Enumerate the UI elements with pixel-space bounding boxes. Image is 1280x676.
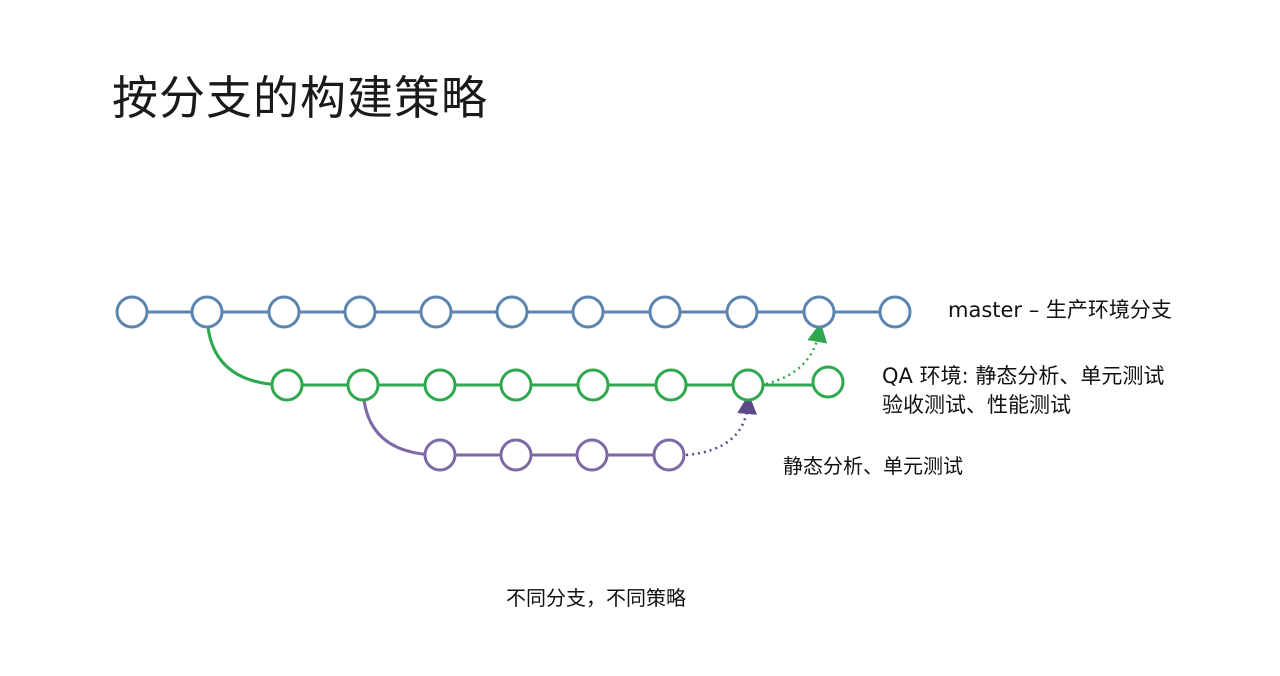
slide-caption: 不同分支，不同策略 bbox=[506, 586, 686, 610]
master-commit bbox=[115, 295, 149, 329]
master-commit bbox=[190, 295, 224, 329]
qa-branch-label: QA 环境: 静态分析、单元测试 验收测试、性能测试 bbox=[882, 362, 1164, 420]
master-branch-label: master – 生产环境分支 bbox=[948, 298, 1172, 322]
feature-commits bbox=[423, 438, 686, 472]
qa-commit bbox=[270, 368, 304, 402]
qa-commit bbox=[811, 365, 845, 399]
feature-commit bbox=[499, 438, 533, 472]
qa-commit bbox=[499, 368, 533, 402]
qa-commit bbox=[423, 368, 457, 402]
master-commit bbox=[878, 295, 912, 329]
master-commit bbox=[648, 295, 682, 329]
master-commit bbox=[725, 295, 759, 329]
master-commit bbox=[343, 295, 377, 329]
qa-branch-label-line2: 验收测试、性能测试 bbox=[882, 393, 1071, 417]
qa-commit bbox=[731, 368, 765, 402]
qa-commit bbox=[346, 368, 380, 402]
feature-commit bbox=[575, 438, 609, 472]
master-commit bbox=[571, 295, 605, 329]
feature-commit bbox=[652, 438, 686, 472]
master-commit bbox=[495, 295, 529, 329]
feature-branch-label: 静态分析、单元测试 bbox=[783, 454, 963, 478]
qa-commit bbox=[576, 368, 610, 402]
qa-commits bbox=[270, 365, 845, 402]
master-commit bbox=[419, 295, 453, 329]
qa-commit bbox=[654, 368, 688, 402]
qa-to-master-merge-arrow bbox=[765, 322, 828, 386]
feature-commit bbox=[423, 438, 457, 472]
feature-to-qa-merge-arrow bbox=[685, 394, 758, 457]
slide-title: 按分支的构建策略 bbox=[112, 71, 488, 125]
master-commits bbox=[115, 295, 912, 329]
qa-branch-label-line1: QA 环境: 静态分析、单元测试 bbox=[882, 364, 1165, 388]
master-commit bbox=[802, 295, 836, 329]
master-commit bbox=[267, 295, 301, 329]
